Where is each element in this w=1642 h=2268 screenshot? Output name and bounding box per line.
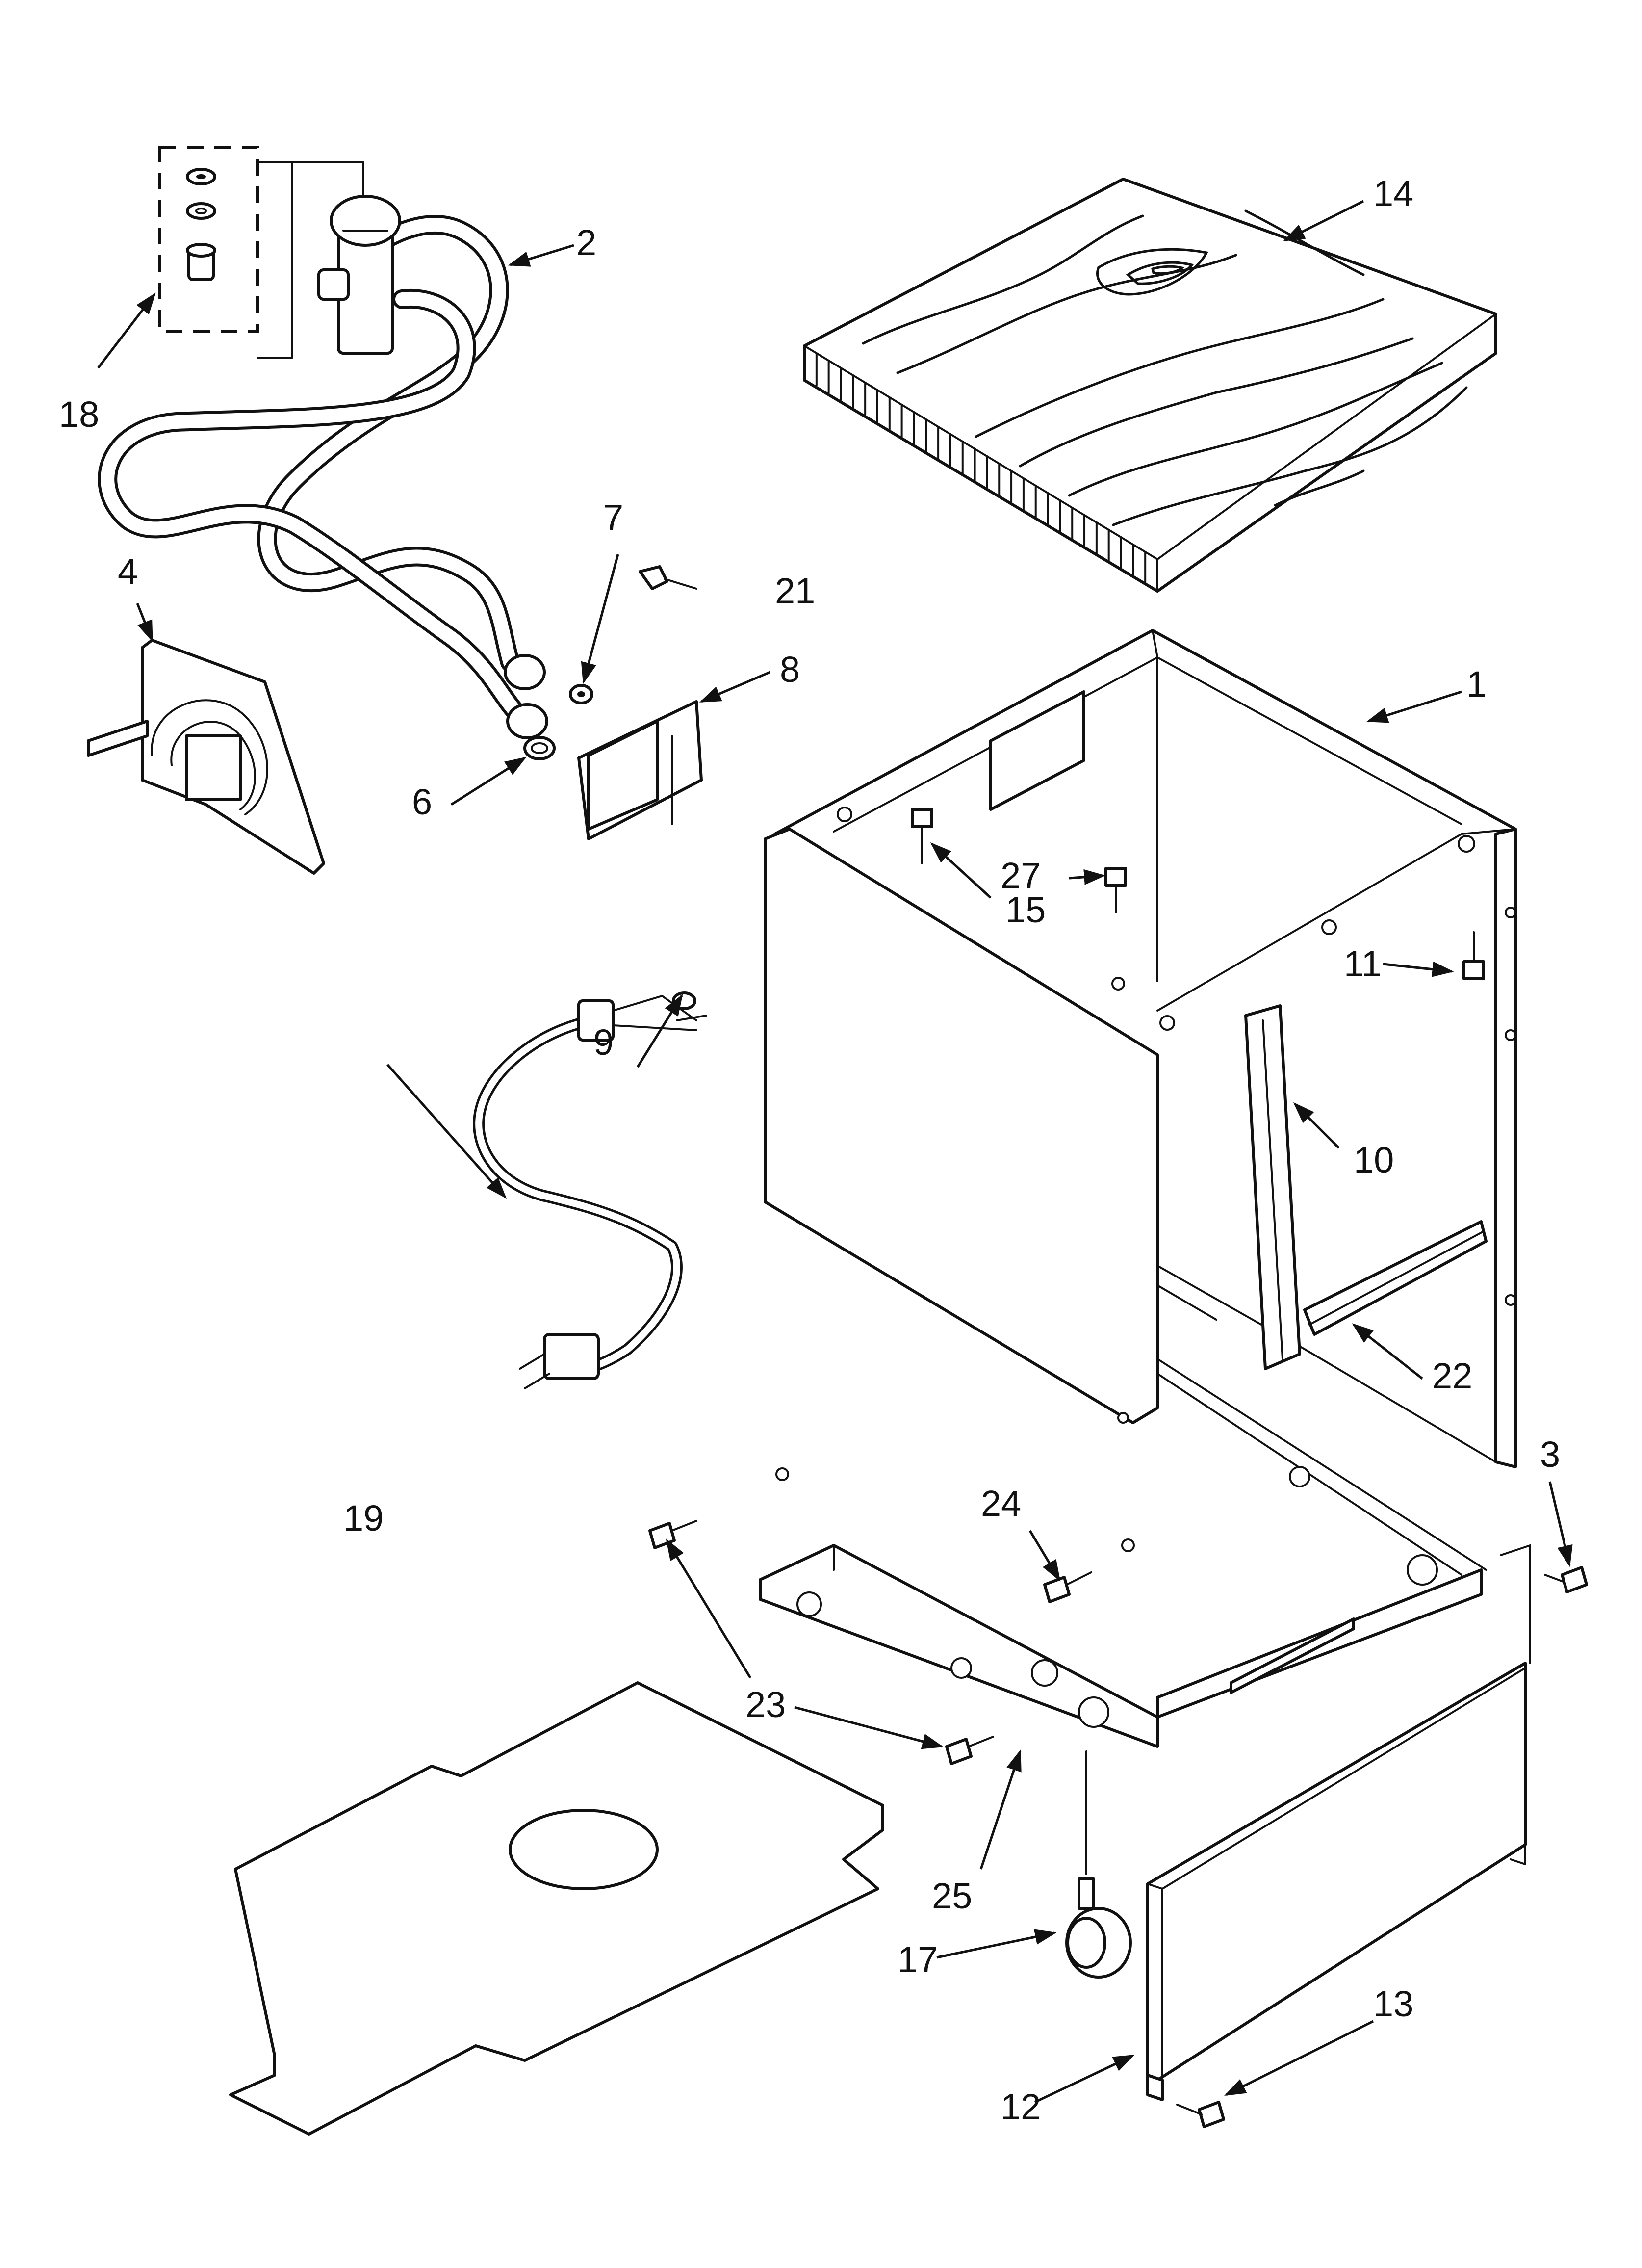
callout-11: 11 [1344, 943, 1382, 984]
callout-21: 21 [775, 571, 815, 611]
callout-13: 13 [1373, 1983, 1413, 2024]
screw-part-23-left [648, 1520, 697, 1549]
callout-14: 14 [1373, 173, 1413, 214]
cabinet-frame-part-1 [764, 629, 1517, 1552]
floor-mat-part-19 [229, 1681, 884, 2136]
bracket-part-4 [87, 639, 325, 875]
wood-top-part-14 [803, 178, 1497, 593]
callout-2: 2 [576, 222, 596, 263]
fill-hose-part-2 [98, 195, 548, 739]
screw-part-11 [1462, 931, 1485, 980]
screw-part-21 [639, 565, 697, 590]
callout-15: 15 [1005, 889, 1046, 930]
callout-8: 8 [780, 649, 800, 690]
screw-part-24 [1043, 1571, 1092, 1603]
toe-panel-part-12 [1146, 1544, 1531, 2101]
brace-part-10 [1244, 1004, 1301, 1370]
callout-7: 7 [603, 497, 623, 538]
leader-lines [97, 200, 1573, 2104]
callout-3: 3 [1540, 1434, 1560, 1475]
callout-6: 6 [412, 782, 432, 822]
caster-part-17 [1065, 1750, 1132, 1979]
callout-1: 1 [1466, 664, 1487, 704]
callout-17: 17 [898, 1939, 938, 1980]
callout-12: 12 [1001, 2086, 1041, 2127]
callout-4: 4 [118, 551, 138, 592]
callout-labels: 14 2 18 4 6 7 8 21 1 27 15 11 9 10 22 3 … [59, 173, 1560, 2127]
callout-25: 25 [932, 1876, 972, 1916]
callout-9: 9 [593, 1022, 614, 1063]
screw-part-23-right [945, 1736, 994, 1765]
power-cord-part-9 [473, 991, 707, 1389]
callout-24: 24 [981, 1483, 1021, 1524]
clamp-part-6 [523, 736, 556, 760]
valve-kit-part-18 [158, 146, 364, 359]
callout-23: 23 [745, 1684, 786, 1725]
cover-part-8 [577, 700, 703, 840]
washer-part-7 [569, 684, 593, 704]
screw-part-13 [1176, 2101, 1225, 2128]
base-frame [759, 1358, 1487, 1748]
callout-19: 19 [343, 1498, 384, 1538]
screw-part-27 [1104, 867, 1127, 913]
callout-22: 22 [1432, 1356, 1472, 1396]
callout-10: 10 [1354, 1140, 1394, 1180]
callout-18: 18 [59, 394, 99, 435]
screw-part-3 [1544, 1566, 1588, 1593]
callout-27: 27 [1001, 855, 1041, 896]
brace-part-22 [1303, 1220, 1488, 1336]
screw-part-15 [911, 808, 933, 864]
